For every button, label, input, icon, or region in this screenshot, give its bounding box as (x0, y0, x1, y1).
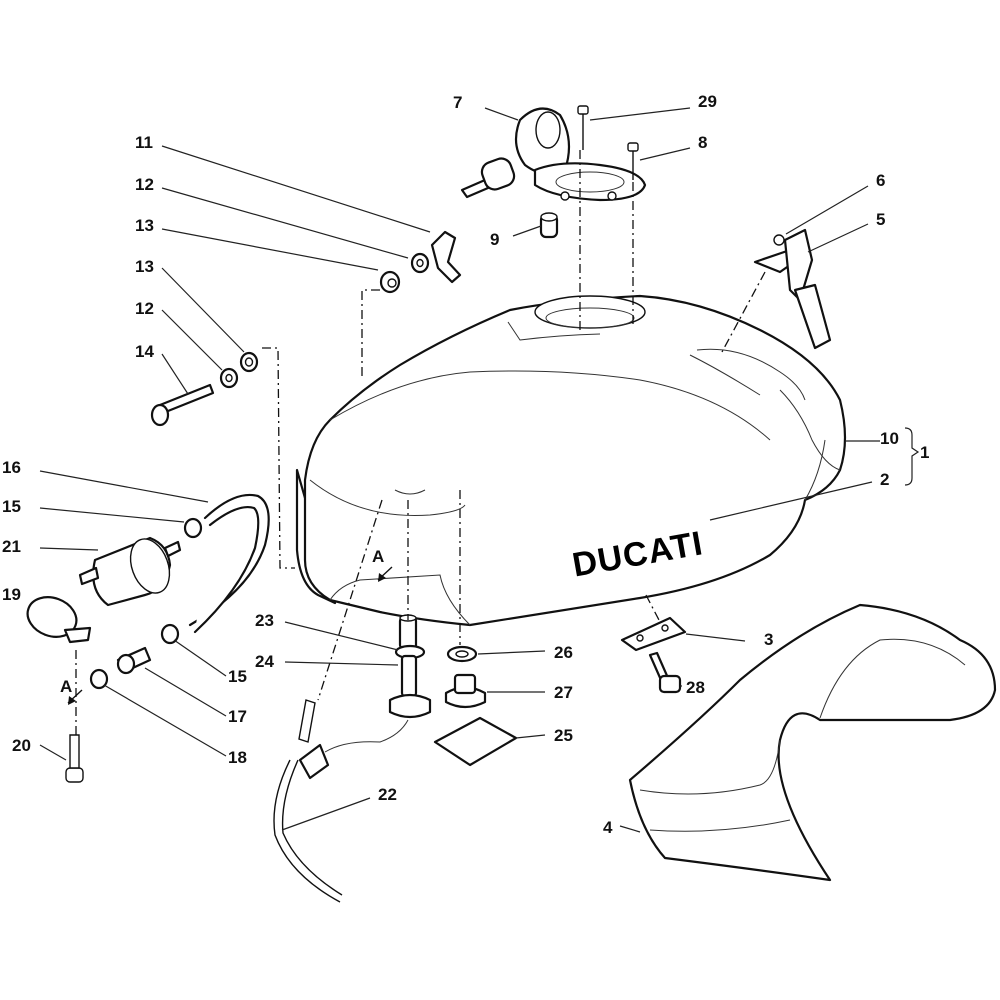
hose-16 (188, 493, 270, 634)
washer-26 (446, 645, 478, 663)
washer-12-upper (410, 252, 430, 274)
bolt-14 (150, 383, 215, 427)
union-17 (116, 646, 152, 675)
tap-nut-24 (388, 693, 432, 719)
screw-8 (627, 142, 639, 180)
clamp-15-upper (183, 517, 203, 539)
plug-27 (444, 673, 487, 709)
bush-13-lower (239, 351, 259, 373)
fuel-tank (295, 294, 847, 627)
leader-lines (39, 107, 880, 833)
bolt-28 (648, 651, 682, 694)
callout-24: 24 (255, 652, 274, 671)
bush-13-upper (379, 270, 401, 294)
callout-25: 25 (554, 726, 573, 745)
callout-21: 21 (2, 537, 21, 556)
callout-29: 29 (698, 92, 717, 111)
callout-18: 18 (228, 748, 247, 767)
screw-6 (773, 234, 785, 246)
callout-3: 3 (764, 630, 773, 649)
callout-labels: 7 29 8 9 6 5 10 1 2 3 28 4 11 12 13 13 1… (2, 92, 929, 837)
callout-13-upper: 13 (135, 216, 154, 235)
assembly-axes (75, 150, 766, 735)
seat (628, 603, 997, 882)
callout-26: 26 (554, 643, 573, 662)
washer-24 (394, 644, 426, 698)
callout-2: 2 (880, 470, 889, 489)
callout-17: 17 (228, 707, 247, 726)
callout-16: 16 (2, 458, 21, 477)
hose-22 (273, 699, 409, 903)
grommet-9 (539, 212, 559, 239)
callout-13-lower: 13 (135, 257, 154, 276)
screw-20 (65, 734, 84, 783)
section-ref-arrows (67, 566, 393, 705)
fuel-filter-21 (78, 536, 182, 607)
screw-29 (577, 105, 589, 150)
callout-15-lower: 15 (228, 667, 247, 686)
callout-27: 27 (554, 683, 573, 702)
washer-18 (89, 668, 109, 690)
clamp-19 (26, 596, 92, 644)
callout-15-upper: 15 (2, 497, 21, 516)
group-bracket (904, 427, 920, 486)
callout-9: 9 (490, 230, 499, 249)
tank-latch-5 (753, 228, 832, 350)
callout-22: 22 (378, 785, 397, 804)
callout-6: 6 (876, 171, 885, 190)
pad-25 (433, 716, 518, 767)
callout-10: 10 (880, 429, 899, 448)
callout-8: 8 (698, 133, 707, 152)
callout-23: 23 (255, 611, 274, 630)
washer-12-lower (219, 367, 239, 389)
callout-14: 14 (135, 342, 154, 361)
callout-4: 4 (603, 818, 613, 837)
callout-20: 20 (12, 736, 31, 755)
clip-11 (430, 230, 462, 284)
callout-7: 7 (453, 93, 462, 112)
callout-ref-a-left: A (60, 677, 72, 696)
callout-12-upper: 12 (135, 175, 154, 194)
clamp-15-lower (160, 623, 180, 645)
callout-1: 1 (920, 443, 929, 462)
filler-cap-assembly (460, 107, 647, 202)
callout-19: 19 (2, 585, 21, 604)
callout-28: 28 (686, 678, 705, 697)
callout-12-lower: 12 (135, 299, 154, 318)
callout-ref-a-tank: A (372, 547, 384, 566)
callout-11: 11 (135, 133, 153, 152)
bracket-3 (620, 616, 687, 652)
callout-5: 5 (876, 210, 885, 229)
